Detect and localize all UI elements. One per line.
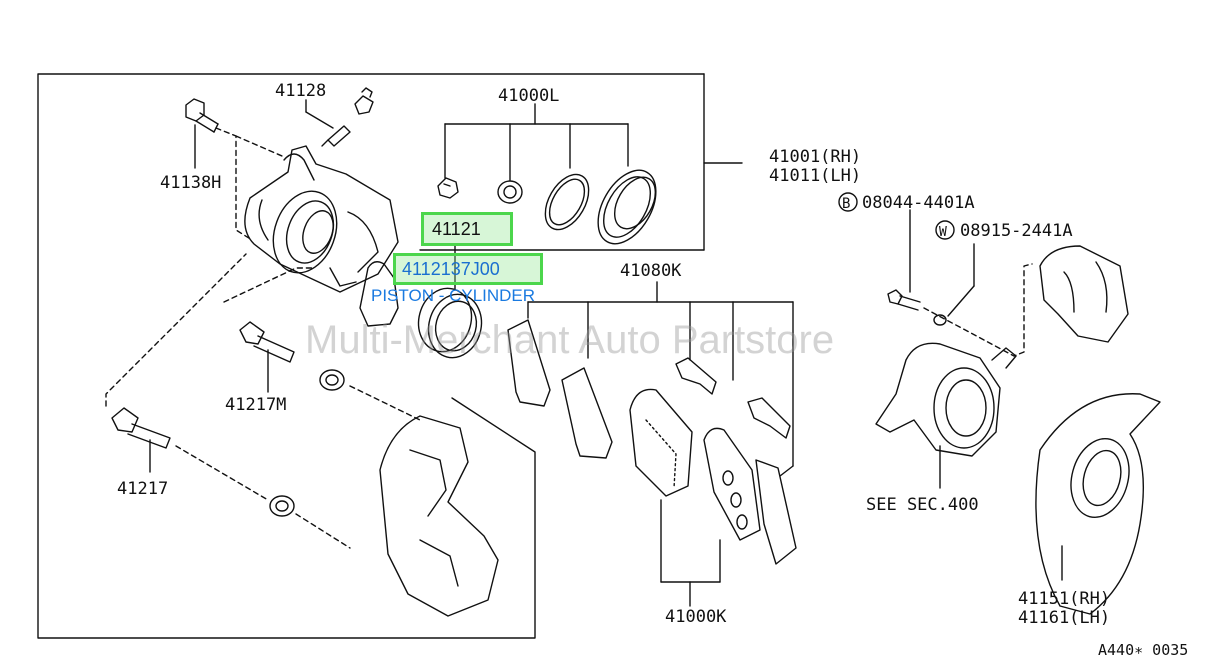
dust-cap xyxy=(437,177,459,199)
clip-1 xyxy=(675,357,717,395)
label-41217: 41217 xyxy=(117,479,168,499)
dust-boot-large xyxy=(597,169,657,245)
guide-dash-8 xyxy=(923,263,1033,357)
piston-41121 xyxy=(417,243,483,359)
shim-2 xyxy=(561,367,613,459)
label-41011lh: 41011(LH) xyxy=(769,166,861,186)
label-41151rh: 41151(RH) xyxy=(1018,589,1110,609)
hub-washer xyxy=(933,243,975,326)
steering-knuckle xyxy=(875,342,1017,489)
piston-seal xyxy=(544,173,590,231)
brake-pad-inner xyxy=(629,388,693,497)
caliper-cylinder-body xyxy=(244,145,399,293)
guide-dash-5 xyxy=(105,253,247,407)
caliper-assembly-right xyxy=(1039,245,1129,343)
splash-shield xyxy=(1035,393,1161,615)
figure-code: A440∗ 0035 xyxy=(1098,641,1188,659)
bleeder-screw xyxy=(305,87,374,147)
label-see-sec: SEE SEC.400 xyxy=(866,495,979,515)
seal-kit-bracket xyxy=(444,103,629,181)
guide-dash-6 xyxy=(175,445,269,501)
guide-dash-4 xyxy=(349,385,421,421)
guide-dash-2 xyxy=(235,135,283,157)
callout-41121[interactable]: 41121 xyxy=(421,212,513,246)
label-41000k: 41000K xyxy=(665,607,727,627)
label-41161lh: 41161(LH) xyxy=(1018,608,1110,628)
guide-dash-3 xyxy=(223,267,313,303)
guide-dash-7 xyxy=(295,513,351,549)
pin-boot-2 xyxy=(269,495,295,517)
label-41128: 41128 xyxy=(275,81,326,101)
selected-part-number: 4112137J00 xyxy=(402,259,500,279)
label-08915: 08915-2441A xyxy=(960,221,1073,241)
label-41217m: 41217M xyxy=(225,395,286,415)
clip-2 xyxy=(747,397,791,439)
label-41000l: 41000L xyxy=(498,86,559,106)
callout-41121-label: 41121 xyxy=(432,219,481,239)
pad-bracket-41000k xyxy=(660,499,721,607)
caliper-bracket xyxy=(379,415,499,617)
label-b-prefix: B xyxy=(842,196,850,212)
washer-prefix-circle xyxy=(935,220,955,240)
label-41001rh: 41001(RH) xyxy=(769,147,861,167)
label-41080k: 41080K xyxy=(620,261,682,281)
caliper-bolt-41138h xyxy=(185,98,219,169)
label-w-prefix: W xyxy=(939,225,947,240)
guide-pin-41217 xyxy=(111,407,171,473)
guide-pin-41217m xyxy=(239,321,295,393)
bolt-prefix-circle xyxy=(838,192,858,212)
guide-dash-1 xyxy=(215,127,253,241)
pad-kit-bracket xyxy=(527,281,794,477)
brake-pad-outer xyxy=(703,427,797,565)
part-labels: 41128 41138H 41000L 41001(RH) 41011(LH) … xyxy=(117,81,1188,659)
label-08044: 08044-4401A xyxy=(862,193,975,213)
piston-boot xyxy=(497,180,523,204)
selected-part-number-link[interactable]: 4112137J00 xyxy=(393,253,543,285)
selected-part-description: PISTON - CYLINDER xyxy=(371,286,536,305)
label-41138h: 41138H xyxy=(160,173,221,193)
hub-bolt xyxy=(887,209,921,311)
pin-boot-1 xyxy=(319,369,345,391)
caliper-group-frame xyxy=(37,73,705,639)
piston-shim xyxy=(359,261,399,327)
shim-1 xyxy=(507,319,551,407)
